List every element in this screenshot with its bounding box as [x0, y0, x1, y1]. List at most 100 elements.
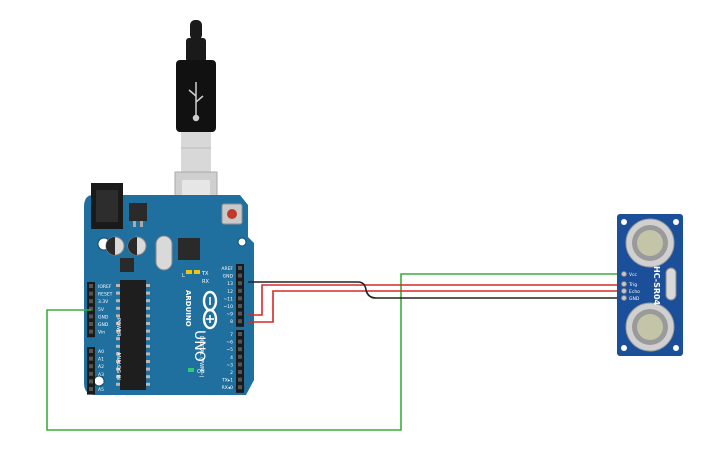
sensor-pin[interactable]: [621, 281, 627, 287]
pin-label: 2: [230, 370, 233, 376]
header-pin[interactable]: [238, 385, 242, 390]
header-pin[interactable]: [238, 377, 242, 382]
led-on-label: ON: [197, 369, 205, 375]
sensor-pin[interactable]: [621, 288, 627, 294]
mounting-hole: [673, 219, 679, 225]
arduino-logo-icon: [202, 290, 218, 330]
led-rx-label: RX: [202, 279, 209, 285]
header-pin[interactable]: [89, 306, 93, 311]
chip-pin: [146, 367, 150, 371]
header-pin[interactable]: [238, 288, 242, 293]
header-pin[interactable]: [89, 291, 93, 296]
header-pin[interactable]: [238, 266, 242, 270]
header-strip: [87, 347, 95, 395]
mounting-hole: [237, 237, 247, 247]
pin-label: A3: [98, 372, 104, 378]
chip-pin: [146, 375, 150, 379]
header-pin[interactable]: [89, 364, 93, 369]
chip-pin: [146, 299, 150, 303]
chip-pin: [116, 299, 120, 303]
header-pin[interactable]: [238, 304, 242, 308]
led-tx: [194, 270, 200, 274]
mounting-hole: [621, 219, 627, 225]
sensor-pin-label: Echo: [629, 289, 640, 295]
chip-pin: [146, 344, 150, 348]
header-pin[interactable]: [238, 354, 242, 359]
header-pin[interactable]: [89, 329, 93, 334]
sensor-name: HC-SR04: [652, 266, 661, 306]
header-strip: [236, 330, 244, 393]
crystal-oscillator: [155, 235, 173, 271]
pin-label: IOREF: [98, 284, 112, 290]
small-chip: [120, 258, 134, 272]
header-pin[interactable]: [89, 314, 93, 319]
led-l: [186, 270, 192, 274]
board-brand: ARDUINO: [184, 290, 192, 327]
ultrasonic-transducer: [625, 302, 675, 352]
header-pin[interactable]: [238, 339, 242, 344]
capacitor: [105, 236, 125, 256]
pin-label: ~10: [224, 304, 234, 310]
pin-label: 8: [230, 319, 233, 325]
header-pin[interactable]: [238, 362, 242, 367]
sensor-pin-label: GND: [629, 296, 640, 302]
pin-label: ~11: [224, 296, 234, 302]
header-pin[interactable]: [89, 387, 93, 391]
chip-pin: [146, 382, 150, 386]
atmega-chip: [120, 280, 146, 390]
pin-label: A0: [98, 349, 104, 355]
pin-label: GND: [98, 322, 109, 328]
chip-pin: [116, 367, 120, 371]
header-pin[interactable]: [238, 311, 242, 316]
pin-label: 5V: [98, 307, 105, 313]
header-pin[interactable]: [238, 332, 242, 336]
chip-pin: [146, 337, 150, 341]
header-pin[interactable]: [89, 371, 93, 376]
header-pin[interactable]: [89, 379, 93, 384]
mounting-hole: [673, 345, 679, 351]
wire-gnd-to-gnd: [248, 281, 617, 299]
analog-section-label: ANALOG IN: [115, 352, 121, 380]
sensor-pin[interactable]: [621, 295, 627, 301]
usb-cable: [174, 20, 218, 223]
chip-pin: [116, 344, 120, 348]
header-pin[interactable]: [238, 273, 242, 278]
pin-label: 4: [230, 355, 233, 361]
pin-label: A2: [98, 364, 104, 370]
header-pin[interactable]: [238, 347, 242, 352]
pin-label: ~6: [226, 340, 233, 346]
pin-label: ~3: [226, 362, 233, 368]
header-pin[interactable]: [238, 281, 242, 286]
header-pin[interactable]: [89, 356, 93, 361]
pin-label: A4: [98, 379, 104, 385]
pin-label: GND: [223, 274, 234, 280]
sensor-pin-label: Trig: [628, 282, 637, 288]
pin-label: A5: [98, 387, 104, 393]
header-pin[interactable]: [238, 296, 242, 301]
header-pin[interactable]: [89, 284, 93, 288]
chip-pin: [116, 329, 120, 333]
digital-section-label: DIGITAL (PWM~): [198, 336, 204, 378]
pin-label: 3.3V: [98, 299, 109, 305]
chip-pin: [146, 329, 150, 333]
sensor-pin[interactable]: [621, 271, 627, 277]
pin-label: TX▸1: [221, 378, 233, 384]
pin-label: GND: [98, 314, 109, 320]
pin-label: Vin: [98, 330, 105, 336]
header-pin[interactable]: [89, 349, 93, 353]
chip-pin: [116, 352, 120, 356]
pin-label: RX◂0: [222, 385, 233, 391]
chip-pin: [146, 306, 150, 310]
mounting-hole: [621, 345, 627, 351]
pin-label: ~5: [226, 347, 233, 353]
header-pin[interactable]: [238, 319, 242, 324]
header-pin[interactable]: [89, 322, 93, 326]
header-pin[interactable]: [238, 370, 242, 374]
header-pin[interactable]: [89, 299, 93, 304]
